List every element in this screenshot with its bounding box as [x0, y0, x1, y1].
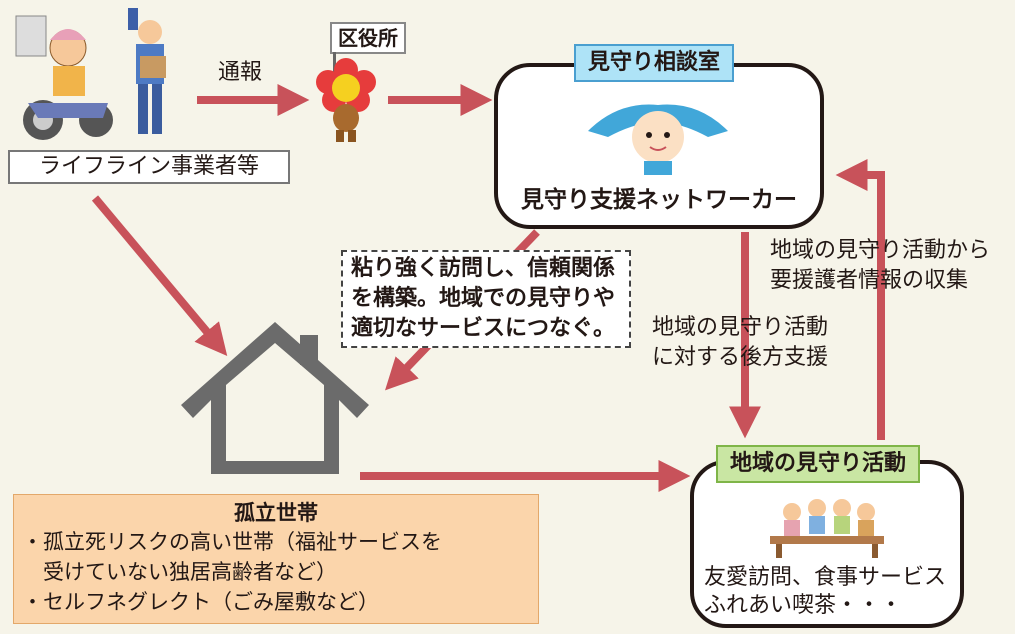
isolated-household-title: 孤立世帯 [234, 501, 318, 525]
reporter-label-box: ライフライン事業者等 [8, 150, 290, 184]
community-gathering-illustration [762, 494, 892, 560]
arrow-reporter-to-house [91, 195, 228, 357]
isolated-household-item-1: ・孤立死リスクの高い世帯（福祉サービスを [22, 530, 442, 554]
community-watch-box: 友愛訪問、食事サービス ふれあい喫茶・・・ [690, 460, 964, 628]
support-note-box: 粘り強く訪問し、信頼関係 を構築。地域での見守りや 適切なサービスにつなぐ。 [341, 250, 631, 348]
flower-mascot-illustration [306, 52, 386, 144]
info-collect-label: 地域の見守り活動から 要援護者情報の収集 [770, 238, 991, 293]
house-chimney [300, 335, 318, 365]
consultation-room-caption: 見守り支援ネットワーカー [521, 187, 797, 213]
mascot-character-illustration [578, 91, 738, 181]
support-note-line-1: 粘り強く訪問し、信頼関係 [351, 256, 616, 281]
support-note-line-3: 適切なサービスにつなぐ。 [351, 316, 616, 341]
reporter-label: ライフライン事業者等 [38, 154, 259, 179]
community-watch-tag: 地域の見守り活動 [716, 445, 921, 483]
consultation-room-box: 見守り支援ネットワーカー [494, 63, 824, 229]
ward-office-sign: 区役所 [330, 22, 406, 54]
community-watch-caption: 友愛訪問、食事サービス ふれあい喫茶・・・ [704, 565, 947, 618]
support-note-line-2: を構築。地域での見守りや [351, 286, 616, 311]
worker-illustration [118, 8, 178, 138]
rear-support-label: 地域の見守り活動 に対する後方支援 [652, 315, 829, 370]
isolated-household-box: 孤立世帯 ・孤立死リスクの高い世帯（福祉サービスを 受けていない独居高齢者など）… [13, 494, 539, 624]
isolated-household-item-3: ・セルフネグレクト（ごみ屋敷など） [22, 590, 379, 614]
delivery-person-illustration [8, 8, 118, 146]
isolated-household-item-2: 受けていない独居高齢者など） [22, 560, 337, 584]
consultation-room-tag: 見守り相談室 [574, 44, 735, 82]
house-outline [181, 322, 369, 474]
arrow-community-to-consult [835, 159, 885, 440]
report-arrow-label: 通報 [218, 60, 263, 85]
